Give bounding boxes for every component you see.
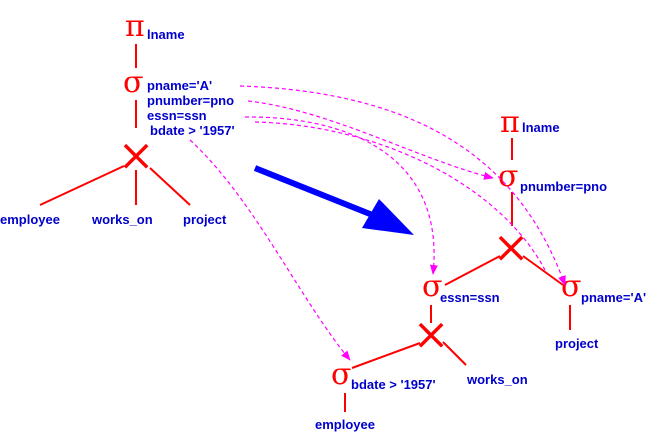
map-essn-arrow (244, 116, 438, 275)
edge-lower-join-to-works-on (442, 341, 467, 366)
opt-top-join-symbol: × (493, 222, 530, 273)
opt-bdate-selection-symbol: σ (331, 357, 351, 392)
relation-employee: employee (0, 212, 60, 227)
map-essn-arrow-2 (254, 121, 546, 271)
projection-attribute: lname (147, 27, 185, 42)
selection-condition-2: pnumber=pno (147, 93, 234, 108)
selection-condition-3: essn=ssn (147, 108, 207, 123)
opt-essn-selection-condition: essn=ssn (440, 290, 500, 305)
relation-project: project (183, 212, 227, 227)
opt-pname-selection-condition: pname='A' (581, 290, 646, 305)
selection-symbol: σ (123, 65, 143, 100)
opt-relation-employee: employee (315, 417, 375, 432)
optimized-tree: π lname σ pnumber=pno × σ essn=ssn σ pna… (315, 105, 646, 432)
opt-bdate-selection-condition: bdate > '1957' (351, 377, 436, 392)
selection-condition-4: bdate > '1957' (150, 123, 235, 138)
map-pnumber-arrow (247, 100, 494, 180)
opt-projection-symbol: π (500, 105, 520, 140)
edge-lower-join-to-bdate (351, 342, 421, 369)
opt-top-selection-symbol: σ (498, 159, 518, 194)
edge-join-to-project (149, 167, 191, 206)
map-bdate-arrow (189, 139, 351, 361)
opt-relation-works-on: works_on (466, 372, 528, 387)
opt-pname-selection-symbol: σ (561, 269, 581, 304)
transform-arrow (253, 165, 414, 235)
opt-projection-attribute: lname (522, 120, 560, 135)
join-symbol: × (118, 130, 155, 181)
opt-lower-join-symbol: × (413, 309, 450, 360)
relation-works-on: works_on (91, 212, 153, 227)
edge-opt-join-to-essn (444, 255, 501, 286)
opt-essn-selection-symbol: σ (422, 269, 442, 304)
edge-opt-join-to-pname (522, 255, 564, 286)
selection-condition-1: pname='A' (147, 78, 212, 93)
opt-relation-project: project (555, 336, 599, 351)
edge-join-to-employee (39, 165, 125, 206)
opt-top-selection-condition: pnumber=pno (520, 179, 607, 194)
projection-symbol: π (125, 9, 145, 44)
original-tree: π lname σ pname='A' pnumber=pno essn=ssn… (0, 9, 235, 227)
mapping-arrows (189, 85, 566, 361)
